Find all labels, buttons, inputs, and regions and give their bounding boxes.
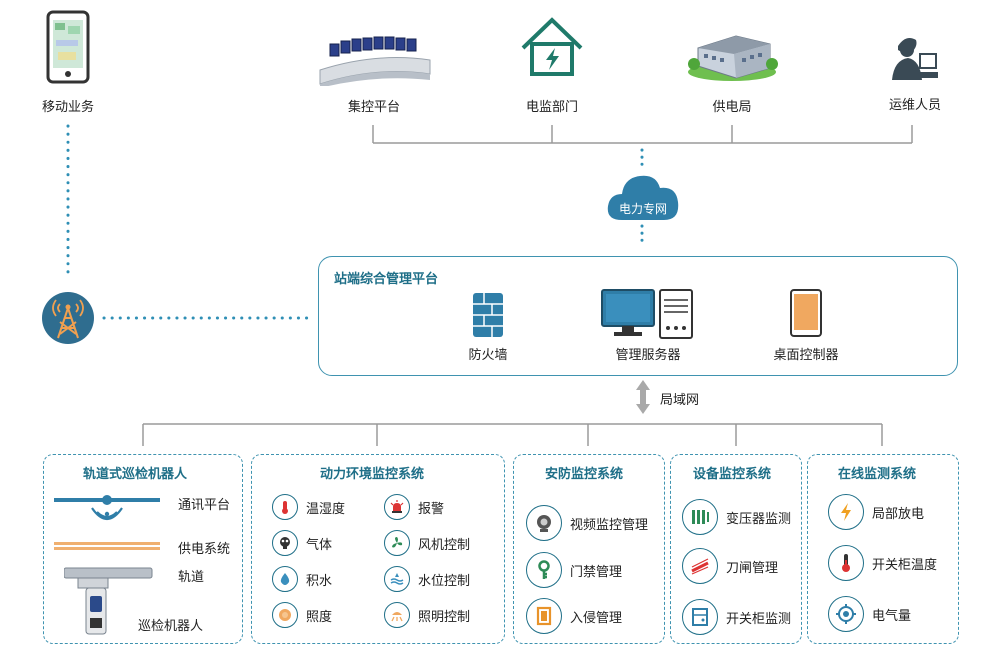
gas-mask-icon [272, 530, 298, 556]
power-house-icon [521, 17, 583, 76]
ops-staff-node: 运维人员 [872, 32, 958, 120]
signal-tower-icon [42, 292, 94, 344]
key-icon [526, 552, 562, 588]
server-icon [601, 289, 693, 339]
water-drop-icon [272, 566, 298, 592]
transformer-item: 变压器监测 [682, 499, 791, 535]
cabinet-temp-item: 开关柜温度 [828, 545, 937, 581]
rail-label: 轨道 [178, 570, 205, 585]
gas-item: 气体 [272, 530, 332, 556]
illuminance-item: 照度 [272, 602, 332, 628]
worker-icon [892, 38, 938, 80]
water-level-item: 水位控制 [384, 566, 470, 592]
comm-platform-icon [54, 495, 160, 521]
control-platform-node: 集控平台 [316, 30, 434, 120]
lighting-control-item: 照明控制 [384, 602, 470, 628]
camera-icon [526, 505, 562, 541]
cloud-label: 电力专网 [618, 202, 667, 216]
power-rail-icon [54, 542, 160, 550]
transformer-label: 变压器监测 [726, 511, 792, 527]
illuminance-label: 照度 [306, 609, 333, 625]
disconnector-label: 刀闸管理 [726, 560, 779, 576]
robot-panel-title: 轨道式巡检机器人 [83, 467, 188, 482]
platform-title: 站端综合管理平台 [334, 272, 439, 287]
mobile-node: 移动业务 [22, 10, 114, 120]
cloud-icon [607, 175, 679, 220]
water-level-icon [384, 566, 410, 592]
power-network-cloud: 电力专网 [604, 166, 682, 226]
water-level-label: 水位控制 [418, 573, 471, 589]
equipment-panel-title: 设备监控系统 [693, 467, 772, 482]
firewall-label: 防火墙 [468, 348, 508, 363]
supply-bureau-node: 供电局 [682, 22, 782, 120]
desktop-controller-label: 桌面控制器 [773, 348, 839, 363]
robot-icon [64, 567, 153, 635]
partial-discharge-item: 局部放电 [828, 494, 924, 530]
switchgear-item: 开关柜监测 [682, 599, 791, 635]
alarm-item: 报警 [384, 494, 444, 520]
fan-icon [384, 530, 410, 556]
lightning-icon [828, 494, 864, 530]
access-control-item: 门禁管理 [526, 552, 622, 588]
access-control-label: 门禁管理 [570, 564, 623, 580]
switchgear-label: 开关柜监测 [726, 611, 792, 627]
fan-control-label: 风机控制 [418, 537, 471, 553]
cabinet-temp-label: 开关柜温度 [872, 557, 938, 573]
transformer-icon [682, 499, 718, 535]
security-panel-title: 安防监控系统 [545, 467, 624, 482]
lan-label: 局域网 [660, 393, 700, 408]
light-sensor-icon [272, 602, 298, 628]
gas-label: 气体 [306, 537, 333, 553]
inspection-robot-label: 巡检机器人 [138, 619, 204, 634]
alarm-icon [384, 494, 410, 520]
power-system-label: 供电系统 [178, 542, 231, 557]
intrusion-label: 入侵管理 [570, 610, 623, 626]
mobile-phone-icon [46, 10, 90, 84]
ops-staff-label: 运维人员 [888, 98, 941, 113]
electrical-quantity-item: 电气量 [828, 596, 911, 632]
mobile-label: 移动业务 [41, 100, 94, 115]
electrical-quantity-label: 电气量 [872, 608, 912, 624]
door-icon [526, 598, 562, 634]
signal-tower [40, 290, 96, 346]
video-surveillance-item: 视频监控管理 [526, 505, 648, 541]
alarm-label: 报警 [418, 501, 445, 517]
env-panel-title: 动力环境监控系统 [320, 467, 425, 482]
firewall-node: 防火墙 [458, 290, 518, 363]
water-item: 积水 [272, 566, 332, 592]
thermometer-icon [828, 545, 864, 581]
partial-discharge-label: 局部放电 [872, 506, 925, 522]
control-platform-label: 集控平台 [347, 100, 400, 115]
thermometer-icon [272, 494, 298, 520]
lighting-control-label: 照明控制 [418, 609, 471, 625]
switch-knife-icon [682, 548, 718, 584]
lamp-icon [384, 602, 410, 628]
disconnector-item: 刀闸管理 [682, 548, 778, 584]
monitor-dept-label: 电监部门 [525, 100, 578, 115]
control-room-icon [319, 36, 431, 86]
supply-bureau-label: 供电局 [712, 100, 752, 115]
monitor-dept-node: 电监部门 [510, 16, 594, 120]
video-surveillance-label: 视频监控管理 [570, 517, 649, 533]
fan-control-item: 风机控制 [384, 530, 470, 556]
comm-platform-label: 通讯平台 [178, 498, 231, 513]
cabinet-icon [682, 599, 718, 635]
server-label: 管理服务器 [615, 348, 681, 363]
temp-humidity-label: 温湿度 [306, 501, 346, 517]
target-icon [828, 596, 864, 632]
online-panel-title: 在线监测系统 [838, 467, 917, 482]
building-icon [688, 35, 778, 81]
temp-humidity-item: 温湿度 [272, 494, 345, 520]
intrusion-item: 入侵管理 [526, 598, 622, 634]
water-label: 积水 [306, 573, 333, 589]
server-node: 管理服务器 [598, 288, 698, 363]
desktop-controller-node: 桌面控制器 [762, 288, 850, 363]
tablet-icon [790, 289, 822, 337]
firewall-icon [473, 293, 503, 337]
